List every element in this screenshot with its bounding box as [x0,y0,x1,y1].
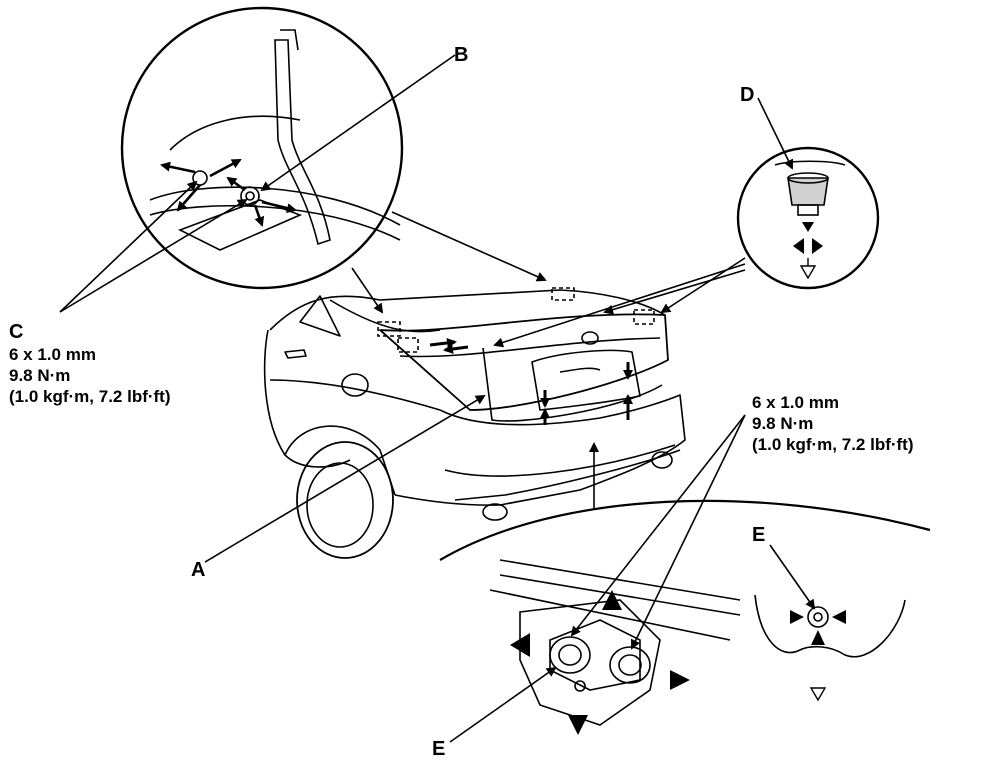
spec-right-torque: 9.8 N·m [752,414,814,433]
inset-e-arrows [510,590,690,735]
inset-clip-detail [754,594,906,658]
torque-spec-right: 6 x 1.0 mm 9.8 N·m (1.0 kgf·m, 7.2 lbf·f… [752,392,914,455]
label-c: C [9,321,24,343]
inset-b-arrows [160,158,297,227]
spec-c-alt: (1.0 kgf·m, 7.2 lbf·ft) [9,387,171,406]
leader-lines [59,54,816,743]
car-clip-arrows [429,337,633,425]
callout-lines [351,211,746,510]
label-e-upper: E [752,524,766,546]
inset-e-detail [439,499,931,726]
spec-c-torque: 9.8 N·m [9,366,71,385]
spec-right-alt: (1.0 kgf·m, 7.2 lbf·ft) [752,435,914,454]
spec-c-size: 6 x 1.0 mm [9,345,96,364]
inset-d-detail [736,146,880,290]
label-b: B [454,44,469,66]
label-e-lower: E [432,738,446,760]
torque-spec-c: 6 x 1.0 mm 9.8 N·m (1.0 kgf·m, 7.2 lbf·f… [9,344,171,407]
inset-clip-arrows [790,610,846,702]
clip-markers [377,287,655,353]
spec-right-size: 6 x 1.0 mm [752,393,839,412]
car-body [263,289,686,559]
label-d: D [740,84,755,106]
label-a: A [191,559,206,581]
inset-d-arrows [793,222,823,280]
inset-b-detail [120,6,404,290]
